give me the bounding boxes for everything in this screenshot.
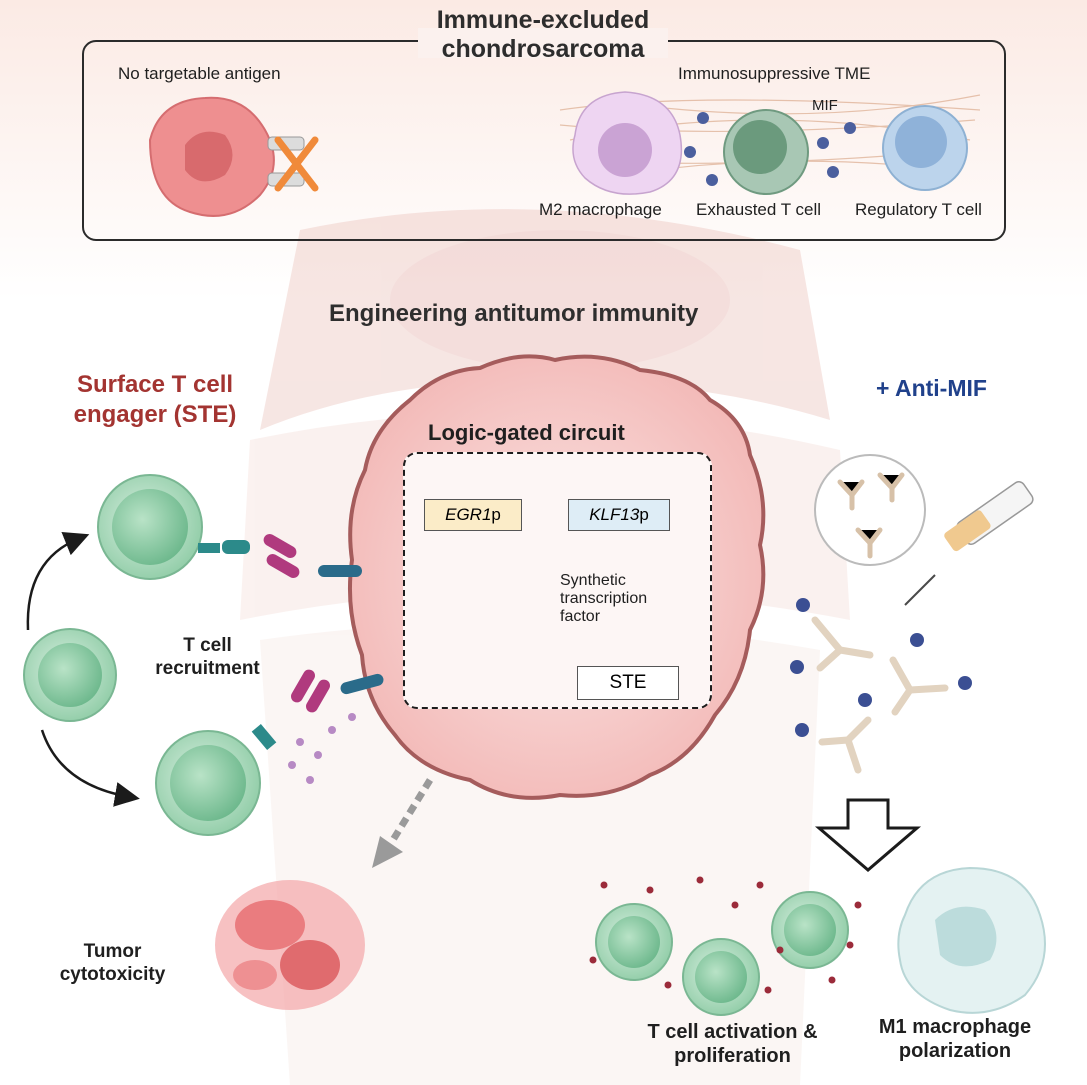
down-arrow-icon <box>814 798 922 872</box>
t-cell-bottom <box>155 730 261 836</box>
antibody-magnifier-icon <box>814 454 926 566</box>
blocked-receptor-icon <box>267 136 319 192</box>
cytokine-dots <box>589 876 862 994</box>
t-cell-middle <box>23 628 117 722</box>
egr1-promoter-suffix: p <box>491 505 501 524</box>
syringe-icon <box>904 481 1034 606</box>
ste-engager-bottom <box>251 669 384 751</box>
mif-molecules-top <box>684 112 856 186</box>
polarization-label: M1 macrophage polarization <box>878 1016 1032 1062</box>
exhausted-t-cell-icon <box>723 109 809 195</box>
m2-macrophage-label: M2 macrophage <box>539 200 662 219</box>
regulatory-t-cell-label: Regulatory T cell <box>855 200 982 219</box>
mif-molecules-right <box>790 598 972 737</box>
panel-title: Immune-excluded chondrosarcoma <box>436 6 650 63</box>
anti-mif-antibodies <box>811 616 949 774</box>
synthetic-tf-label: Synthetic transcription factor <box>560 572 648 625</box>
cytotoxic-granules <box>288 713 356 784</box>
klf13-promoter-suffix: p <box>639 505 649 524</box>
ste-engager-top <box>198 534 362 578</box>
activation-label: T cell activation & proliferation <box>647 1021 818 1067</box>
t-cell-top <box>97 474 203 580</box>
no-targetable-antigen-label: No targetable antigen <box>118 64 281 83</box>
ste-title: Surface T cell engager (STE) <box>73 371 237 428</box>
panel-title-background <box>418 28 668 58</box>
regulatory-t-cell-icon <box>882 105 968 191</box>
ste-output-label: STE <box>609 672 647 693</box>
klf13-promoter-name: KLF13 <box>589 505 640 524</box>
m2-macrophage-icon <box>572 91 683 195</box>
egr1-promoter-name: EGR1 <box>445 505 492 524</box>
recruitment-label: T cell recruitment <box>155 635 260 679</box>
circuit-title: Logic-gated circuit <box>428 420 625 445</box>
ste-output-gene: STE <box>577 666 679 700</box>
cytotoxicity-label: Tumor cytotoxicity <box>59 941 166 985</box>
mif-label: MIF <box>812 97 838 114</box>
tumor-cell-icon <box>148 96 275 217</box>
immunosuppressive-tme-label: Immunosuppressive TME <box>678 64 871 83</box>
recruitment-arrows <box>26 531 140 807</box>
m1-macrophage-icon <box>897 866 1046 1014</box>
cytotoxicity-arrow <box>372 778 433 868</box>
main-title: Engineering antitumor immunity <box>329 300 699 327</box>
exhausted-t-cell-label: Exhausted T cell <box>696 200 822 219</box>
dying-tumor-icon <box>215 880 365 1010</box>
anti-mif-label: + Anti-MIF <box>876 375 987 401</box>
activated-t-cells <box>595 891 849 1016</box>
